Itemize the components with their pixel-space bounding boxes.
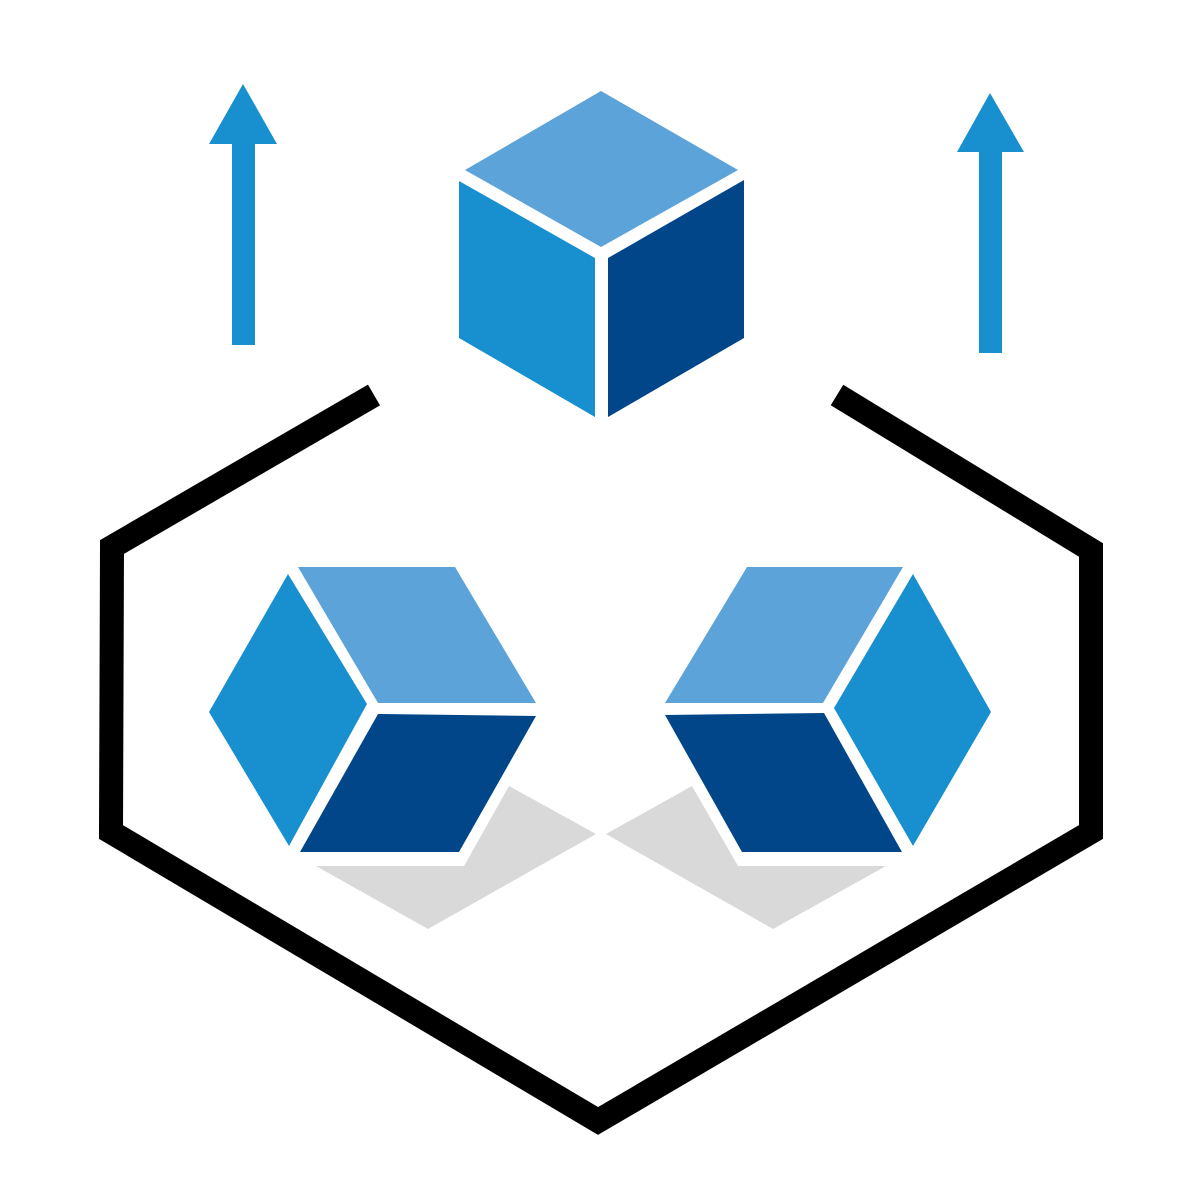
cube-shadows	[316, 786, 886, 929]
top-cube-left-face	[459, 181, 595, 417]
left-arrow-shaft	[232, 140, 255, 345]
top-cube-icon	[459, 91, 744, 417]
left-cube-right-face	[300, 714, 536, 852]
right-cube-icon	[665, 567, 991, 852]
right-cube-left-face	[665, 713, 902, 852]
hexagon-frame-line	[98, 384, 1103, 1135]
top-cube-top-face	[465, 91, 738, 247]
left-cube-icon	[209, 567, 536, 852]
left-cube-top-face	[298, 567, 536, 703]
right-cube-top-face	[665, 567, 903, 703]
right-arrow-up-icon	[957, 93, 1024, 353]
right-arrow-head	[957, 93, 1024, 152]
left-cube-left-face	[209, 574, 367, 846]
top-cube-right-face	[608, 180, 744, 417]
left-arrow-up-icon	[209, 84, 277, 345]
left-arrow-head	[209, 84, 277, 144]
hexagon-frame-icon	[98, 384, 1103, 1135]
right-cube-right-face	[834, 574, 991, 846]
left-cube-shadow	[316, 786, 596, 929]
right-cube-shadow	[606, 786, 886, 929]
right-arrow-shaft	[979, 148, 1002, 353]
